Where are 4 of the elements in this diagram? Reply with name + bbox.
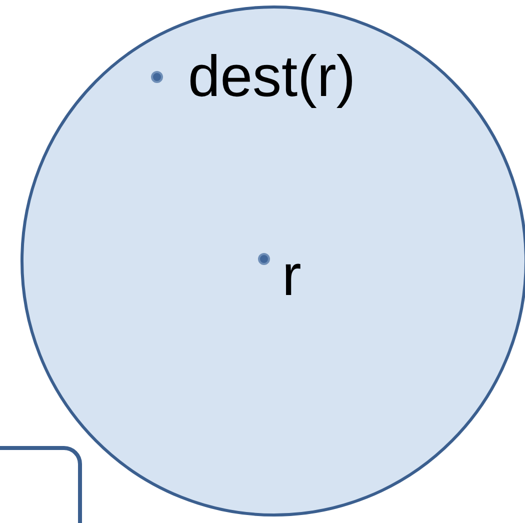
point-label: dest(r) [188,48,356,106]
point-dot [150,70,164,84]
point-label: r [282,247,302,305]
point-dot [257,252,271,266]
